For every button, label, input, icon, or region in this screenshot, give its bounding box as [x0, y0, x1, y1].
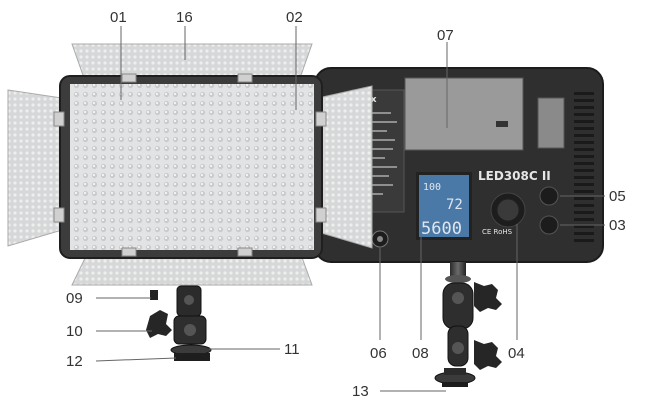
- hot-shoe-foot: [174, 353, 210, 361]
- front-shoe-mount: [146, 285, 212, 361]
- callout-03: 03: [609, 217, 626, 234]
- model-name: LED308C II: [478, 169, 551, 183]
- callout-07: 07: [437, 27, 454, 44]
- leader-12: [95, 357, 177, 362]
- lower-lock-knob[interactable]: [474, 340, 502, 370]
- callout-labels: 01 16 02 07 05 03 06 08 04 09 10 12 11 1…: [66, 9, 626, 400]
- callout-13: 13: [352, 383, 369, 400]
- power-button[interactable]: [539, 215, 559, 235]
- screw-tab: [150, 290, 158, 300]
- mode-button[interactable]: [539, 186, 559, 206]
- leader-lines: [95, 26, 605, 392]
- back-panel-view: odox 100 72 5600 LED308C II CE RoHS: [314, 67, 604, 387]
- battery-compartment: [404, 77, 524, 151]
- callout-16: 16: [176, 9, 193, 26]
- right-barn-door[interactable]: [317, 85, 373, 249]
- led-panel: [70, 84, 314, 250]
- control-dial-cap: [496, 198, 520, 222]
- callout-01: 01: [110, 9, 127, 26]
- upper-lock-knob[interactable]: [474, 282, 502, 312]
- callout-02: 02: [286, 9, 303, 26]
- callout-06: 06: [370, 345, 387, 362]
- cert-marks: CE RoHS: [482, 228, 513, 236]
- front-view: [7, 43, 373, 361]
- lcd-row1: 100: [423, 182, 441, 193]
- top-barn-door[interactable]: [71, 43, 313, 79]
- lcd-row2: 72: [446, 197, 463, 213]
- callout-04: 04: [508, 345, 525, 362]
- battery-latch: [537, 97, 565, 149]
- callout-09: 09: [66, 290, 83, 307]
- lcd-row3: 5600: [421, 219, 462, 239]
- callout-05: 05: [609, 188, 626, 205]
- callout-12: 12: [66, 353, 83, 370]
- battery-contact: [496, 121, 508, 127]
- cooling-vents: [574, 92, 594, 242]
- dc-input-pin: [377, 236, 383, 242]
- callout-11: 11: [284, 341, 300, 358]
- barn-door-hinges: [53, 73, 327, 257]
- swivel-arm: [434, 262, 502, 387]
- tilt-lock-knob[interactable]: [146, 310, 172, 338]
- callout-08: 08: [412, 345, 429, 362]
- callout-10: 10: [66, 323, 83, 340]
- lcd-screen: [419, 175, 469, 237]
